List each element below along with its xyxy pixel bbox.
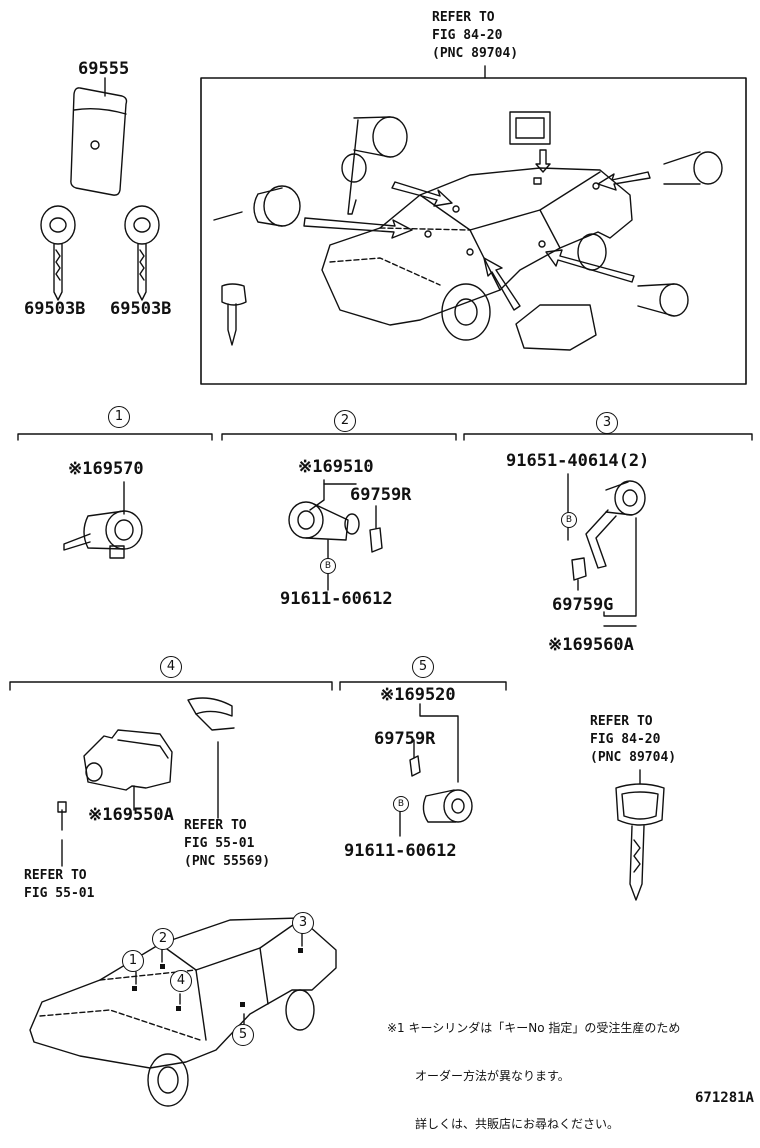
part-number-key-left: 69503B	[24, 299, 86, 319]
part-number-keycase: 69555	[78, 59, 130, 79]
s5-drawing	[399, 703, 473, 837]
blank-key-drawing	[221, 283, 247, 346]
s4-cover-ref-line2: FIG 55-01	[184, 836, 255, 851]
top-ref-line3: (PNC 89704)	[432, 46, 519, 61]
s4-screw-ref-line2: FIG 55-01	[24, 886, 95, 901]
marker-dots	[132, 948, 303, 1011]
top-box-lock-parts	[213, 111, 723, 351]
s4-cover-ref-line1: REFER TO	[184, 818, 247, 833]
parts-diagram-artwork	[9, 65, 753, 1107]
section-bracket-5	[339, 681, 507, 691]
car-marker-1: 1	[122, 950, 144, 972]
section-bracket-4	[9, 681, 333, 691]
bolt-marker-s2: B	[320, 558, 336, 574]
order-note-line1: ※1 キーシリンダは「キーNo 指定」の受注生産のため	[387, 1021, 681, 1035]
section-marker-2: 2	[334, 410, 356, 432]
order-note: ※1 キーシリンダは「キーNo 指定」の受注生産のため オーダー方法が異なります…	[387, 988, 680, 1148]
assembly-frame	[200, 77, 747, 385]
key-case-drawing	[70, 77, 128, 196]
part-number-s3-clip: 69759G	[552, 595, 614, 615]
key-right-drawing	[124, 205, 160, 301]
top-ref-line1: REFER TO	[432, 10, 495, 25]
key-left-drawing	[40, 205, 76, 301]
part-number-key-right: 69503B	[110, 299, 172, 319]
car-marker-2: 2	[152, 928, 174, 950]
s4-drawing	[57, 697, 235, 867]
part-number-s5-screw: 91611-60612	[344, 841, 457, 861]
car-marker-4: 4	[170, 970, 192, 992]
bottom-car-drawing	[29, 917, 337, 1107]
key-ref-line2: FIG 84-20	[590, 732, 661, 747]
section-marker-3: 3	[596, 412, 618, 434]
order-note-line2: オーダー方法が異なります。	[415, 1069, 570, 1083]
part-number-s2-cylinder: ※169510	[298, 457, 374, 477]
key-ref-line1: REFER TO	[590, 714, 653, 729]
order-note-line3: 詳しくは、共販店にお尋ねください。	[415, 1117, 620, 1131]
part-number-s1-cylinder: ※169570	[68, 459, 144, 479]
assembly-arrows	[303, 149, 651, 311]
s4-cover-ref-line3: (PNC 55569)	[184, 854, 271, 869]
part-number-s4-cylinder: ※169550A	[88, 805, 174, 825]
top-car-drawing	[321, 167, 633, 341]
section-bracket-3	[463, 433, 753, 441]
section-bracket-1	[17, 433, 213, 441]
section-marker-1: 1	[108, 406, 130, 428]
part-number-s5-cylinder: ※169520	[380, 685, 456, 705]
s4-screw-ref-line1: REFER TO	[24, 868, 87, 883]
part-number-s5-clip: 69759R	[374, 729, 436, 749]
part-number-s2-screw: 91611-60612	[280, 589, 393, 609]
loose-key-drawing	[615, 769, 665, 901]
s3-drawing	[567, 473, 646, 627]
s2-drawing	[288, 479, 383, 591]
key-ref-line3: (PNC 89704)	[590, 750, 677, 765]
top-ref-line2: FIG 84-20	[432, 28, 503, 43]
part-number-s2-clip: 69759R	[350, 485, 412, 505]
figure-code: 671281A	[694, 1090, 754, 1106]
part-number-s3-bolt: 91651-40614(2)	[506, 451, 650, 471]
part-number-s3-cylinder: ※169560A	[548, 635, 634, 655]
s1-cylinder-drawing	[63, 481, 143, 559]
section-marker-5: 5	[412, 656, 434, 678]
section-marker-4: 4	[160, 656, 182, 678]
section-bracket-2	[221, 433, 457, 441]
bolt-marker-s5: B	[393, 796, 409, 812]
car-marker-5: 5	[232, 1024, 254, 1046]
car-marker-3: 3	[292, 912, 314, 934]
bolt-marker-s3: B	[561, 512, 577, 528]
